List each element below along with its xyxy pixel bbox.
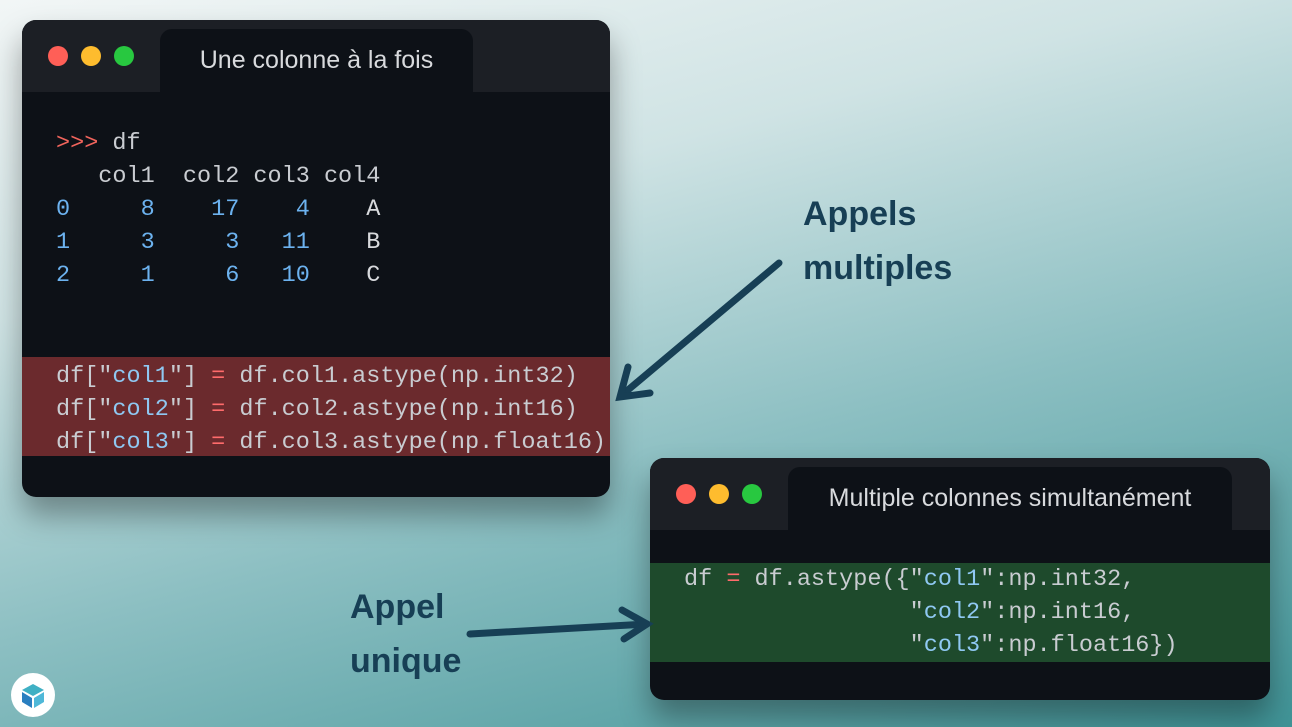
code-token: "] xyxy=(168,429,212,456)
prompt: >>> xyxy=(56,130,99,157)
code-token: ":np.int16, xyxy=(980,599,1136,626)
command: df xyxy=(112,130,141,157)
code-token: col3 xyxy=(923,632,981,659)
code-line: df["col1"] = df.col1.astype(np.int32) xyxy=(56,360,606,393)
code-token: " xyxy=(684,599,924,626)
code-token: col1 xyxy=(923,566,981,593)
code-token: = xyxy=(211,396,226,423)
code-line: "col3":np.float16}) xyxy=(684,629,1178,662)
code-token: df xyxy=(684,566,727,593)
code-token: col3 xyxy=(112,429,169,456)
label-multiple-calls: Appels multiples xyxy=(803,187,952,295)
title-bar: Multiple colonnes simultanément xyxy=(650,458,1270,530)
window-multiple-columns: Multiple colonnes simultanément df = df.… xyxy=(650,458,1270,700)
code-token: df[" xyxy=(56,396,113,423)
code-token: ":np.float16}) xyxy=(980,632,1178,659)
code-token: = xyxy=(726,566,741,593)
label-line: Appel xyxy=(350,588,445,626)
row-values: 8 17 4 A xyxy=(70,196,381,223)
tab-title[interactable]: Multiple colonnes simultanément xyxy=(788,467,1232,530)
cube-icon xyxy=(22,684,44,708)
highlighted-code-block xyxy=(650,563,1270,662)
highlighted-code-block xyxy=(22,357,610,456)
label-line: unique xyxy=(350,642,462,680)
code-token: col2 xyxy=(923,599,981,626)
row-values: 1 6 10 C xyxy=(70,262,381,289)
arrow-single-icon xyxy=(466,606,654,643)
code-token: col1 xyxy=(112,363,169,390)
close-button[interactable] xyxy=(48,46,68,66)
row-index: 2 xyxy=(56,262,71,289)
code-token: df.col3.astype(np.float16) xyxy=(225,429,607,456)
code-token: df.col2.astype(np.int16) xyxy=(225,396,578,423)
table-row: 0 8 17 4 A xyxy=(56,193,380,226)
code-token: df.astype({" xyxy=(740,566,924,593)
tab-title[interactable]: Une colonne à la fois xyxy=(160,29,473,92)
code-token: df[" xyxy=(56,429,113,456)
code-line: "col2":np.int16, xyxy=(684,596,1178,629)
code-token: ":np.int32, xyxy=(980,566,1136,593)
arrow-multiple-icon xyxy=(615,259,783,402)
code-token: " xyxy=(684,632,924,659)
title-bar: Une colonne à la fois xyxy=(22,20,610,92)
label-line: multiples xyxy=(803,249,953,287)
code-token: = xyxy=(211,363,226,390)
minimize-button[interactable] xyxy=(81,46,101,66)
table-header: col1 col2 col3 col4 xyxy=(56,163,381,190)
window-single-column: Une colonne à la fois >>> df col1 col2 c… xyxy=(22,20,610,497)
code-token: df.col1.astype(np.int32) xyxy=(225,363,578,390)
table-row: 1 3 3 11 B xyxy=(56,226,380,259)
code-line: df = df.astype({"col1":np.int32, xyxy=(684,563,1178,596)
code-line: df["col3"] = df.col3.astype(np.float16) xyxy=(56,426,606,459)
code-token: = xyxy=(211,429,226,456)
code-token: "] xyxy=(168,363,212,390)
row-values: 3 3 11 B xyxy=(70,229,381,256)
close-button[interactable] xyxy=(676,484,696,504)
row-index: 0 xyxy=(56,196,71,223)
brand-logo xyxy=(11,673,55,717)
label-single-call: Appel unique xyxy=(350,580,461,688)
label-line: Appels xyxy=(803,195,917,233)
code-block: df = df.astype({"col1":np.int32, "col2":… xyxy=(684,563,1178,662)
row-index: 1 xyxy=(56,229,71,256)
maximize-button[interactable] xyxy=(742,484,762,504)
code-line: df["col2"] = df.col2.astype(np.int16) xyxy=(56,393,606,426)
table-row: 2 1 6 10 C xyxy=(56,259,380,292)
code-token: "] xyxy=(168,396,212,423)
code-token: col2 xyxy=(112,396,169,423)
code-block: df["col1"] = df.col1.astype(np.int32)df[… xyxy=(56,360,606,459)
code-token: df[" xyxy=(56,363,113,390)
maximize-button[interactable] xyxy=(114,46,134,66)
df-command: >>> df xyxy=(56,127,141,160)
minimize-button[interactable] xyxy=(709,484,729,504)
